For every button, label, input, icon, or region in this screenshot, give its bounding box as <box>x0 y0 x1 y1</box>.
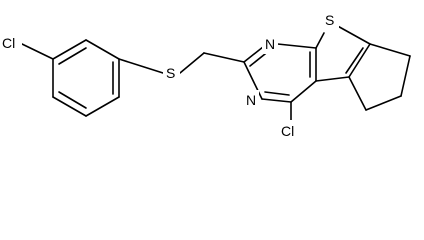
bond-ring1-b <box>85 39 120 60</box>
bond-thio-c7a-s <box>315 32 325 49</box>
bond-pyr-c4a-c4 <box>290 80 317 103</box>
bond-ch2-c2 <box>203 52 245 63</box>
bond-thio-c3a-c4a <box>315 76 350 82</box>
atom-label-layer: Cl S N S N Cl <box>0 10 339 142</box>
bond-ring1-e <box>52 96 87 117</box>
atom-label-s-thioether: S <box>166 65 175 81</box>
bond-cp-ch2a-ch2b <box>400 55 411 97</box>
atom-label-cl-left: Cl <box>2 35 15 51</box>
bond-ring1-a <box>52 39 87 60</box>
bond-cp-c7-ch2a <box>369 43 411 57</box>
bond-cp-ch2c-c3a <box>348 76 367 111</box>
bond-ring1-double-1 <box>58 47 87 65</box>
bond-cp-ch2b-ch2c <box>365 95 402 111</box>
bond-thio-c7-c3a-double <box>345 47 364 74</box>
bond-pyr-c4-n3 <box>261 98 292 103</box>
bond-layer <box>21 23 411 121</box>
bond-cl-aryl <box>21 43 54 60</box>
bond-s-ch2 <box>179 52 205 74</box>
bond-ring1-double-3 <box>58 91 87 109</box>
bond-ring1-d <box>85 96 120 117</box>
bond-aryl-s <box>118 58 164 74</box>
molecule-structure: Cl S N S N Cl <box>0 10 411 142</box>
bond-thio-c7-c3a <box>348 43 371 78</box>
atom-label-n-top: N <box>265 36 275 52</box>
atom-label-n-bottom: N <box>246 92 256 108</box>
atom-label-s-thiophene: S <box>325 12 334 28</box>
bond-thio-s-c7 <box>333 23 371 45</box>
atom-label-cl-bottom: Cl <box>281 123 294 139</box>
bond-pyr-c4-n3-double <box>264 91 290 96</box>
